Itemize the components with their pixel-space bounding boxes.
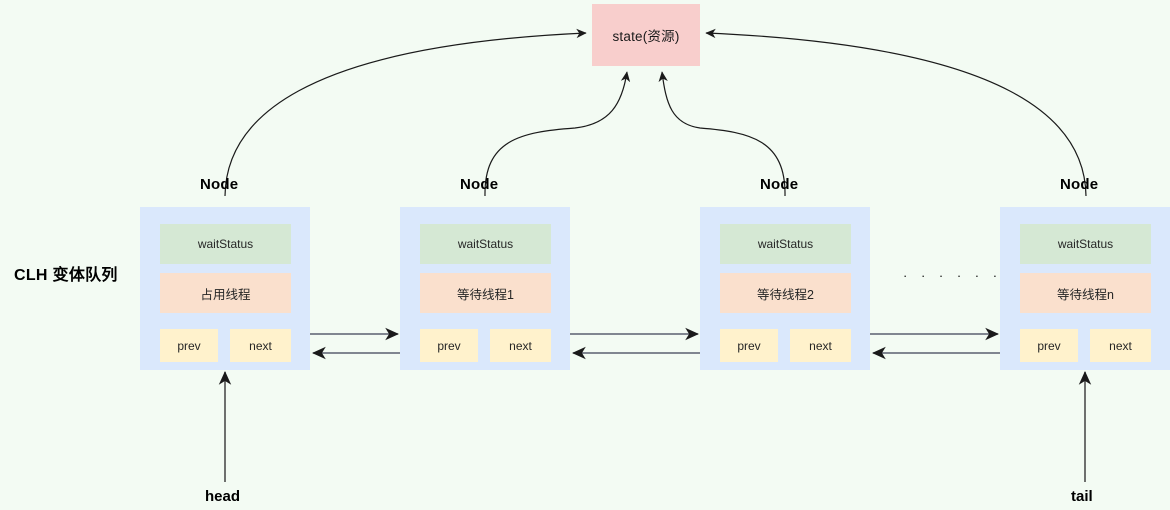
queue-title-label: CLH 变体队列 bbox=[14, 267, 118, 284]
node-2-prev[interactable]: prev bbox=[420, 329, 478, 362]
node-3-prev[interactable]: prev bbox=[720, 329, 778, 362]
state-label: state(资源) bbox=[612, 29, 680, 44]
curve-node1-to-state bbox=[224, 28, 587, 197]
curve-node2-to-state bbox=[484, 71, 631, 197]
node-1-thread: 占用线程 bbox=[160, 273, 291, 313]
node-title-4: Node bbox=[1060, 176, 1099, 193]
state-resource-box[interactable]: state(资源) bbox=[592, 4, 700, 66]
node-title-1: Node bbox=[200, 176, 239, 193]
node-title-3: Node bbox=[760, 176, 799, 193]
node-3-thread: 等待线程2 bbox=[720, 273, 851, 313]
node-4-thread: 等待线程n bbox=[1020, 273, 1151, 313]
node-2[interactable]: waitStatus 等待线程1 prev next bbox=[400, 207, 570, 370]
node-1-next[interactable]: next bbox=[230, 329, 291, 362]
curve-node4-to-state bbox=[705, 28, 1087, 197]
node-2-thread: 等待线程1 bbox=[420, 273, 551, 313]
node-4-prev[interactable]: prev bbox=[1020, 329, 1078, 362]
node-3[interactable]: waitStatus 等待线程2 prev next bbox=[700, 207, 870, 370]
node-title-2: Node bbox=[460, 176, 499, 193]
node-1[interactable]: waitStatus 占用线程 prev next bbox=[140, 207, 310, 370]
head-pointer-label: head bbox=[205, 488, 241, 505]
tail-pointer-label: tail bbox=[1071, 488, 1093, 505]
node-3-next[interactable]: next bbox=[790, 329, 851, 362]
node-1-prev[interactable]: prev bbox=[160, 329, 218, 362]
node-2-next[interactable]: next bbox=[490, 329, 551, 362]
node-1-wait-status: waitStatus bbox=[160, 224, 291, 264]
ellipsis-separator: · · · · · · · bbox=[903, 268, 1020, 283]
node-4-next[interactable]: next bbox=[1090, 329, 1151, 362]
node-4-wait-status: waitStatus bbox=[1020, 224, 1151, 264]
node-3-wait-status: waitStatus bbox=[720, 224, 851, 264]
node-4[interactable]: waitStatus 等待线程n prev next bbox=[1000, 207, 1170, 370]
node-2-wait-status: waitStatus bbox=[420, 224, 551, 264]
